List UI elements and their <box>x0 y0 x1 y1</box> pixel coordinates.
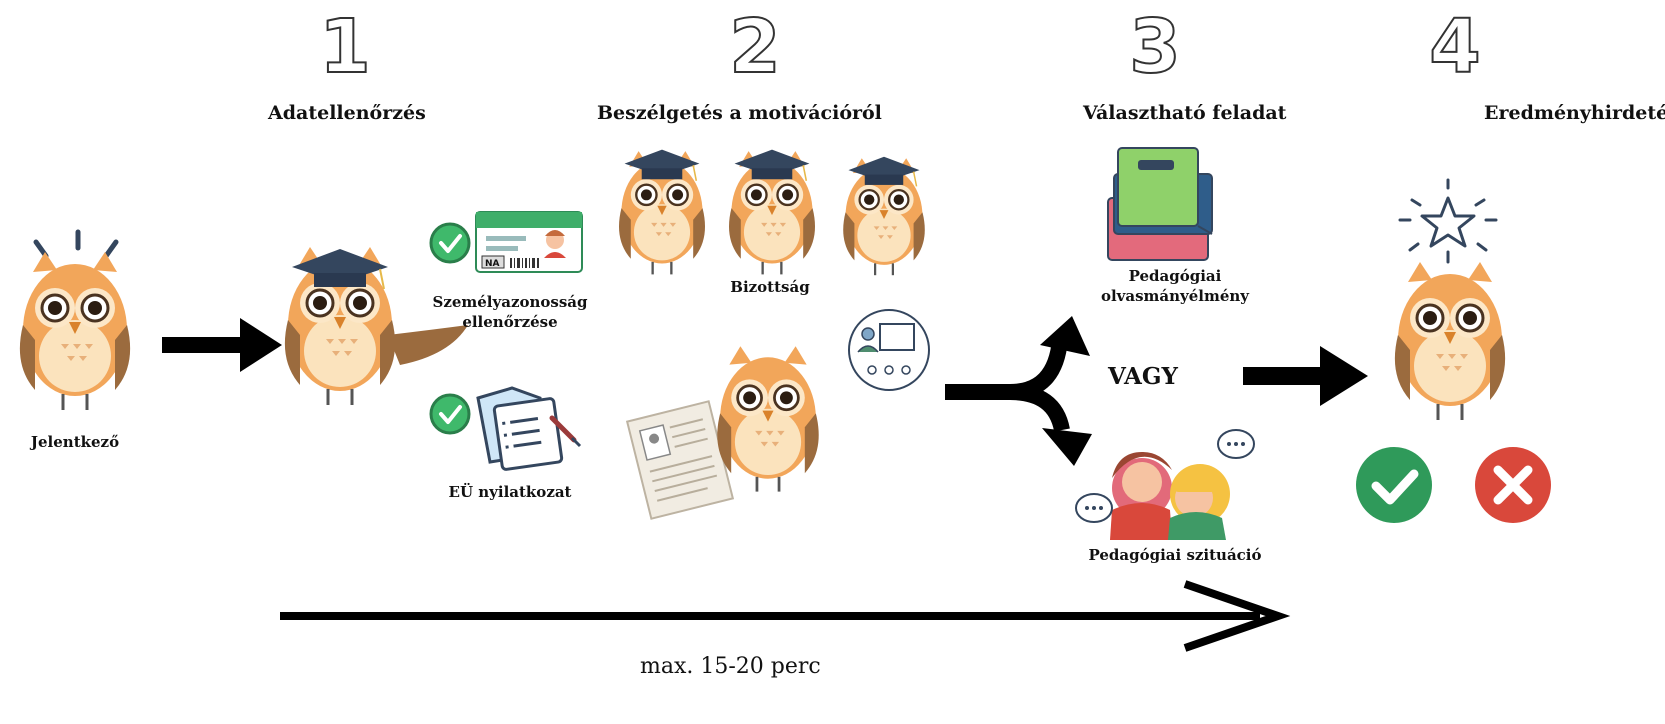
step-4-title: Eredményhirdetés <box>1484 102 1665 124</box>
conversation-icon <box>1075 429 1255 540</box>
committee-owl-icon <box>842 156 926 277</box>
health-declaration-label: EÜ nyilatkozat <box>448 483 572 501</box>
committee-owl-icon <box>617 148 707 276</box>
star-icon <box>1398 178 1498 264</box>
books-icon <box>1107 147 1213 261</box>
pass-check-icon <box>1356 447 1432 523</box>
step-2-title: Beszélgetés a motivációról <box>597 102 882 124</box>
check-icon <box>429 222 471 264</box>
resume-document-icon <box>625 400 735 520</box>
arrow-right-icon <box>1243 346 1368 406</box>
timeline-arrow-icon <box>280 580 1291 652</box>
step-3-title: Választható feladat <box>1083 102 1287 124</box>
check-icon <box>429 393 471 435</box>
step-4-number: 4 <box>1428 3 1482 91</box>
step-3-number: 3 <box>1128 3 1182 91</box>
fork-arrow-icon <box>945 316 1092 466</box>
step-1-title: Adatellenőrzés <box>268 102 426 124</box>
result-owl-icon <box>1393 260 1507 422</box>
presentation-icon <box>848 309 930 391</box>
graduate-owl-icon <box>283 245 468 407</box>
or-label: VAGY <box>1108 363 1178 390</box>
committee-label: Bizottság <box>730 278 810 296</box>
interview-owl-icon <box>715 344 821 493</box>
reading-label: Pedagógiai olvasmányélmény <box>1100 267 1250 305</box>
step-2-number: 2 <box>728 3 782 91</box>
document-icon <box>476 386 582 471</box>
situation-label: Pedagógiai szituáció <box>1088 546 1262 564</box>
applicant-owl-icon <box>18 250 132 412</box>
arrow-right-icon <box>162 318 282 372</box>
step-1-number: 1 <box>318 3 372 91</box>
alert-marks-icon <box>33 229 119 259</box>
applicant-label: Jelentkező <box>30 433 120 451</box>
id-card-text: NA <box>485 259 500 269</box>
id-check-label: Személyazonosság ellenőrzése <box>432 293 588 331</box>
duration-label: max. 15-20 perc <box>640 654 821 679</box>
committee-owl-icon <box>727 148 817 276</box>
fail-cross-icon <box>1475 447 1551 523</box>
id-card-icon: NA <box>475 211 583 273</box>
